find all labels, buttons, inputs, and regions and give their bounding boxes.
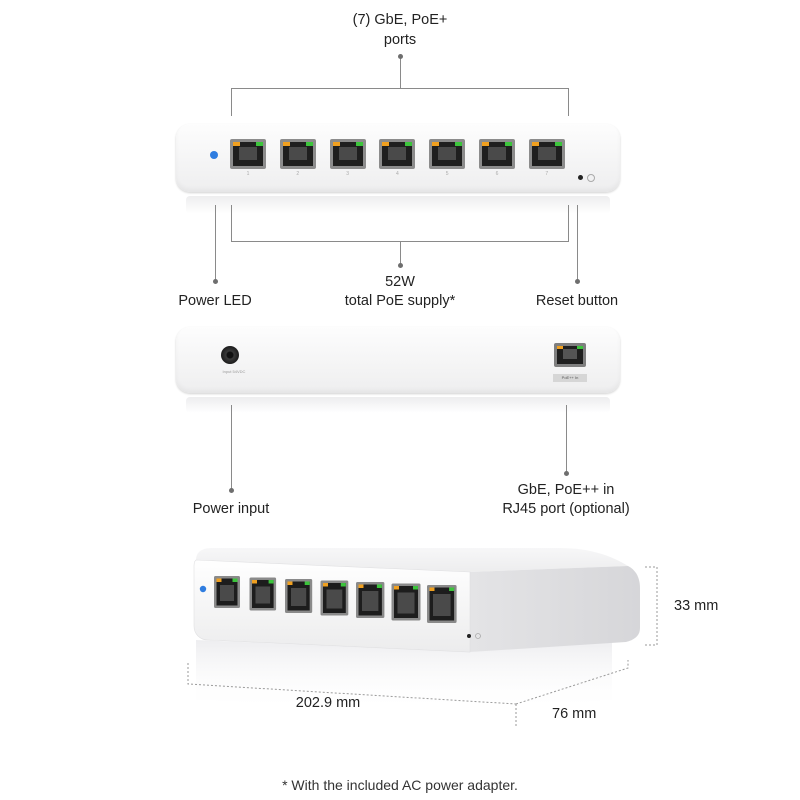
rj45-port-number: 2 bbox=[296, 171, 300, 177]
power-led-leader-dot bbox=[213, 279, 218, 284]
uplink-callout-line1: GbE, PoE++ in bbox=[517, 482, 615, 498]
perspective-rj45-port-5[interactable] bbox=[356, 582, 385, 618]
perspective-power-led-icon bbox=[199, 585, 207, 593]
back-view-reflection bbox=[186, 397, 610, 413]
rj45-port-2[interactable] bbox=[279, 139, 316, 169]
power-input-leader-dot bbox=[229, 488, 234, 493]
power-input-callout: Power input bbox=[192, 501, 270, 517]
width-dimension-label: 202.9 mm bbox=[295, 695, 361, 711]
perspective-rj45-port-7[interactable] bbox=[427, 585, 457, 623]
height-dimension-label: 33 mm bbox=[674, 598, 719, 614]
reset-symbol-icon bbox=[587, 174, 595, 182]
rj45-port-number: 4 bbox=[396, 171, 399, 177]
width-dimension bbox=[187, 663, 517, 705]
reset-leader bbox=[577, 205, 578, 281]
uplink-leader bbox=[566, 405, 567, 473]
perspective-rj45-port-2[interactable] bbox=[249, 577, 277, 611]
device-top-face bbox=[196, 548, 628, 572]
rj45-port-3[interactable] bbox=[329, 139, 366, 169]
poe-callout-line1: 52W bbox=[385, 274, 415, 290]
front-view-reflection bbox=[186, 196, 610, 214]
uplink-callout-line2: RJ45 port (optional) bbox=[502, 501, 630, 517]
rj45-port-7[interactable] bbox=[528, 139, 565, 169]
device-side-face bbox=[470, 566, 640, 652]
rj45-port-number: 6 bbox=[495, 171, 499, 177]
uplink-leader-dot bbox=[564, 471, 569, 476]
rj45-port-number: 7 bbox=[545, 171, 549, 177]
perspective-port-row bbox=[214, 576, 457, 623]
height-dimension bbox=[645, 566, 658, 646]
back-view-device: Input 54VDC PoE++ In bbox=[176, 327, 620, 393]
perspective-reflection bbox=[196, 640, 612, 712]
footnote: * With the included AC power adapter. bbox=[282, 777, 518, 793]
ports-callout-line2: ports bbox=[383, 32, 417, 48]
perspective-rj45-port-6[interactable] bbox=[391, 583, 421, 621]
perspective-reset-button-icon bbox=[467, 634, 471, 638]
perspective-reset-symbol-icon bbox=[475, 633, 481, 639]
rj45-port-number: 5 bbox=[445, 171, 449, 177]
depth-dimension-label: 76 mm bbox=[552, 706, 597, 722]
power-led-icon bbox=[210, 151, 218, 159]
rj45-port-number: 3 bbox=[346, 171, 349, 177]
perspective-rj45-port-3[interactable] bbox=[285, 579, 313, 613]
uplink-port-label: PoE++ In bbox=[553, 374, 587, 382]
rj45-port-6[interactable] bbox=[479, 139, 515, 169]
reset-button-icon[interactable] bbox=[578, 175, 583, 180]
power-led-leader bbox=[215, 205, 216, 281]
rj45-port-5[interactable] bbox=[429, 139, 466, 169]
front-port-row: 1 2 3 4 5 6 7 bbox=[230, 139, 575, 187]
ports-callout-line1: (7) GbE, PoE+ bbox=[352, 12, 448, 28]
uplink-port[interactable] bbox=[554, 343, 586, 367]
rj45-port-4[interactable] bbox=[379, 139, 416, 169]
dc-power-jack-icon[interactable] bbox=[221, 346, 239, 364]
rj45-port-number: 1 bbox=[246, 171, 250, 177]
depth-dimension bbox=[515, 660, 629, 728]
reset-leader-dot bbox=[575, 279, 580, 284]
reset-callout: Reset button bbox=[535, 293, 619, 309]
rj45-port-1[interactable] bbox=[230, 139, 266, 169]
perspective-rj45-port-4[interactable] bbox=[320, 580, 349, 616]
poe-callout-line2: total PoE supply* bbox=[344, 293, 456, 309]
front-view-device: 1 2 3 4 5 6 7 bbox=[176, 124, 620, 192]
power-input-leader bbox=[231, 405, 232, 490]
power-input-label: Input 54VDC bbox=[222, 369, 246, 374]
perspective-rj45-port-1[interactable] bbox=[214, 576, 240, 608]
power-led-callout: Power LED bbox=[178, 293, 252, 309]
